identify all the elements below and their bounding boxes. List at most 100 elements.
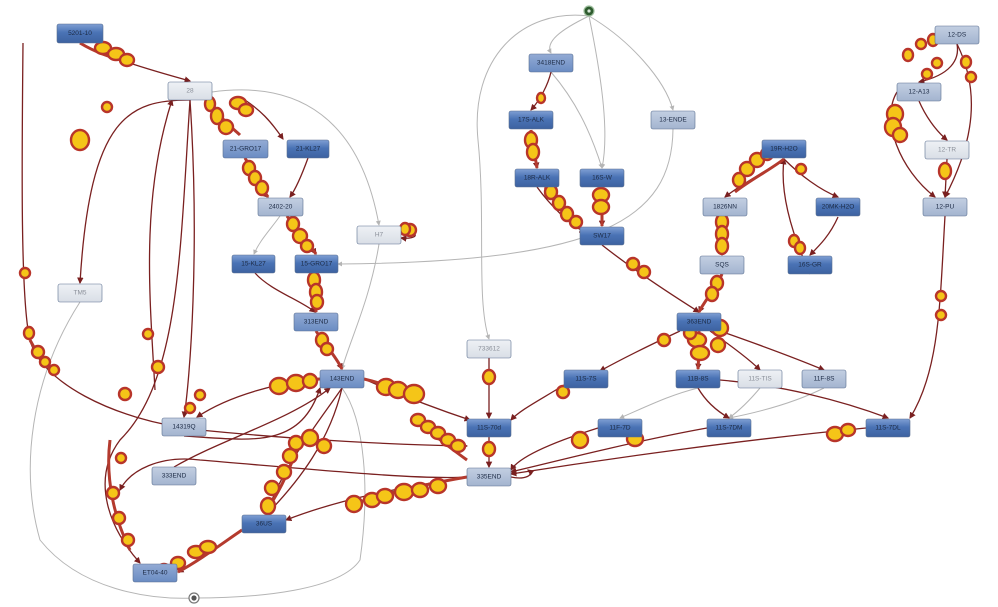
node-13-ende[interactable]: 13-ENDE — [650, 110, 696, 130]
token-109 — [934, 308, 948, 322]
node-box[interactable] — [57, 283, 103, 303]
node-143end[interactable]: 143END — [319, 369, 365, 389]
node-sqs[interactable]: SQS — [699, 255, 745, 275]
node-15-kl27[interactable]: 15-KL27 — [231, 254, 276, 274]
node-box[interactable] — [356, 225, 402, 245]
node-11f-8s[interactable]: 11F-8S — [801, 369, 847, 389]
node-box[interactable] — [563, 369, 609, 389]
node-et04-40[interactable]: ET04-40 — [132, 563, 178, 583]
node-11s-70d[interactable]: 11S-70d — [466, 418, 512, 438]
node-label: 11S-7DM — [716, 425, 743, 432]
node-box[interactable] — [528, 53, 574, 73]
token-52 — [656, 332, 672, 348]
node-box[interactable] — [787, 255, 833, 275]
token-11 — [285, 215, 301, 233]
token-69 — [393, 482, 415, 502]
node-box[interactable] — [896, 82, 942, 102]
node-box[interactable] — [466, 418, 512, 438]
node-box[interactable] — [161, 417, 207, 437]
flow-edge-20 — [244, 99, 284, 140]
token-4 — [209, 106, 225, 126]
node-17s-alk[interactable]: 17S-ALK — [508, 110, 554, 130]
node-3418end[interactable]: 3418END — [528, 53, 574, 73]
node-14319q[interactable]: 14319Q — [161, 417, 207, 437]
node-label: 36US — [256, 521, 273, 528]
node-box[interactable] — [294, 254, 339, 274]
node-sw17[interactable]: SW17 — [579, 226, 625, 246]
node-box[interactable] — [924, 140, 970, 160]
node-tm5[interactable]: TM5 — [57, 283, 103, 303]
node-16s-w[interactable]: 16S-W — [579, 168, 625, 188]
node-11s-7dm[interactable]: 11S-7DM — [706, 418, 752, 438]
node-box[interactable] — [761, 139, 807, 159]
node-box[interactable] — [676, 312, 722, 332]
node-11s-7dl[interactable]: 11S-7DL — [865, 418, 911, 438]
node-box[interactable] — [167, 81, 213, 101]
node-11s-tis[interactable]: 11S-TIS — [737, 369, 783, 389]
node-12-pu[interactable]: 12-PU — [922, 197, 968, 217]
node-box[interactable] — [865, 418, 911, 438]
node-box[interactable] — [293, 312, 339, 332]
node-box[interactable] — [934, 25, 980, 45]
node-box[interactable] — [706, 418, 752, 438]
node-box[interactable] — [737, 369, 783, 389]
node-box[interactable] — [801, 369, 847, 389]
token-108 — [934, 289, 948, 303]
node-12-ds[interactable]: 12-DS — [934, 25, 980, 45]
node-box[interactable] — [579, 168, 625, 188]
token-65 — [839, 422, 857, 438]
node-box[interactable] — [151, 466, 197, 486]
node-11s-7s[interactable]: 11S-7S — [563, 369, 609, 389]
token-81 — [117, 386, 133, 402]
node-19r-h2o[interactable]: 19R-H2O — [761, 139, 807, 159]
node-335end[interactable]: 335END — [466, 467, 512, 487]
node-box[interactable] — [56, 23, 104, 44]
node-11b-8s[interactable]: 11B-8S — [675, 369, 721, 389]
node-box[interactable] — [702, 197, 748, 217]
token-2 — [118, 52, 136, 68]
node-11f-7d[interactable]: 11F-7D — [597, 418, 643, 438]
node-18r-alk[interactable]: 18R-ALK — [514, 168, 560, 188]
node-363end[interactable]: 363END — [676, 312, 722, 332]
node-box[interactable] — [132, 563, 178, 583]
token-95 — [69, 128, 91, 152]
node-box[interactable] — [231, 254, 276, 274]
node-box[interactable] — [922, 197, 968, 217]
node-21-gro17[interactable]: 21-GRO17 — [222, 139, 269, 159]
flow-edge-64 — [909, 215, 946, 419]
node-1826nn[interactable]: 1826NN — [702, 197, 748, 217]
node-label: ET04-40 — [143, 570, 168, 577]
node-box[interactable] — [597, 418, 643, 438]
node-box[interactable] — [650, 110, 696, 130]
node-box[interactable] — [241, 514, 287, 534]
node-h7[interactable]: H7 — [356, 225, 402, 245]
node-box[interactable] — [222, 139, 269, 159]
node-12-a13[interactable]: 12-A13 — [896, 82, 942, 102]
node-label: 12-DS — [948, 32, 967, 39]
node-2402-20[interactable]: 2402-20 — [257, 197, 304, 217]
node-313end[interactable]: 313END — [293, 312, 339, 332]
node-28[interactable]: 28 — [167, 81, 213, 101]
node-5201-10[interactable]: 5201-10 — [56, 23, 104, 44]
node-15-gro17[interactable]: 15-GRO17 — [294, 254, 339, 274]
node-box[interactable] — [675, 369, 721, 389]
node-733612[interactable]: 733612 — [466, 339, 512, 359]
token-24 — [402, 383, 426, 405]
node-36us[interactable]: 36US — [241, 514, 287, 534]
gray-edge-4 — [550, 71, 604, 169]
node-box[interactable] — [514, 168, 560, 188]
node-box[interactable] — [286, 139, 330, 159]
node-16s-gr[interactable]: 16S-GR — [787, 255, 833, 275]
node-box[interactable] — [319, 369, 365, 389]
node-box[interactable] — [466, 339, 512, 359]
node-21-kl27[interactable]: 21-KL27 — [286, 139, 330, 159]
node-20mk-h2o[interactable]: 20MK-H2O — [815, 197, 861, 217]
node-box[interactable] — [699, 255, 745, 275]
node-box[interactable] — [508, 110, 554, 130]
node-12-tr[interactable]: 12-TR — [924, 140, 970, 160]
node-box[interactable] — [257, 197, 304, 217]
node-box[interactable] — [466, 467, 512, 487]
node-box[interactable] — [815, 197, 861, 217]
node-box[interactable] — [579, 226, 625, 246]
node-333end[interactable]: 333END — [151, 466, 197, 486]
